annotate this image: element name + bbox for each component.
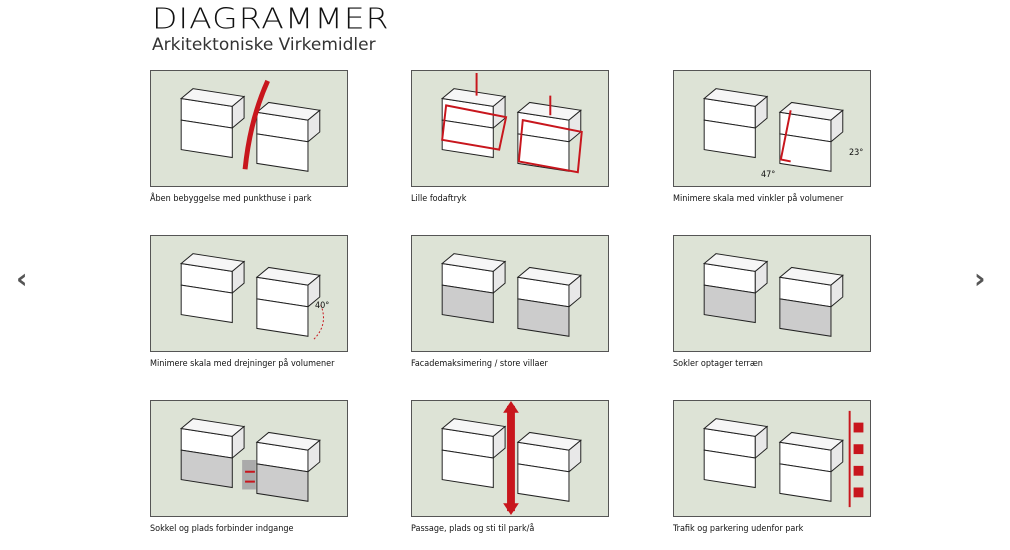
diagram-caption: Sokkel og plads forbinder indgange xyxy=(150,524,294,534)
diagram-illustration xyxy=(180,253,324,340)
diagram-caption: Minimere skala med drejninger på volumen… xyxy=(150,359,335,369)
diagram-panel-parking[interactable] xyxy=(673,400,871,517)
diagram-illustration xyxy=(180,418,321,502)
diagram-illustration xyxy=(703,253,844,337)
diagram-caption: Lille fodaftryk xyxy=(411,194,467,204)
diagram-panel-passage[interactable] xyxy=(411,400,609,517)
diagram-illustration xyxy=(703,88,844,172)
diagram-panel-rotate[interactable] xyxy=(150,235,348,352)
diagram-caption: Passage, plads og sti til park/å xyxy=(411,524,535,534)
diagram-illustration xyxy=(441,72,583,174)
diagram-panel-connect[interactable] xyxy=(150,400,348,517)
diagram-panel-wall[interactable] xyxy=(150,70,348,187)
chevron-right-icon[interactable]: › xyxy=(974,262,986,295)
diagram-illustration xyxy=(180,79,321,172)
diagram-panel-plinth[interactable] xyxy=(673,235,871,352)
diagram-caption: Sokler optager terræn xyxy=(673,359,763,369)
diagram-illustration xyxy=(441,401,582,516)
chevron-left-icon[interactable]: ‹ xyxy=(16,262,28,295)
angle-label: 40° xyxy=(315,301,330,311)
diagram-illustration xyxy=(703,410,864,508)
page-subtitle: Arkitektoniske Virkemidler xyxy=(152,35,376,55)
diagram-caption: Trafik og parkering udenfor park xyxy=(673,524,804,534)
diagram-caption: Minimere skala med vinkler på volumener xyxy=(673,194,844,204)
diagram-panel-facade[interactable] xyxy=(411,235,609,352)
diagram-panel-footprint[interactable] xyxy=(411,70,609,187)
diagram-caption: Åben bebyggelse med punkthuse i park xyxy=(150,194,312,204)
diagram-caption: Facademaksimering / store villaer xyxy=(411,359,548,369)
angle-label: 47° xyxy=(761,170,776,180)
angle-label: 23° xyxy=(849,148,864,158)
diagram-illustration xyxy=(441,253,582,337)
page-title: DIAGRAMMER xyxy=(152,2,390,36)
diagram-panel-angles[interactable] xyxy=(673,70,871,187)
